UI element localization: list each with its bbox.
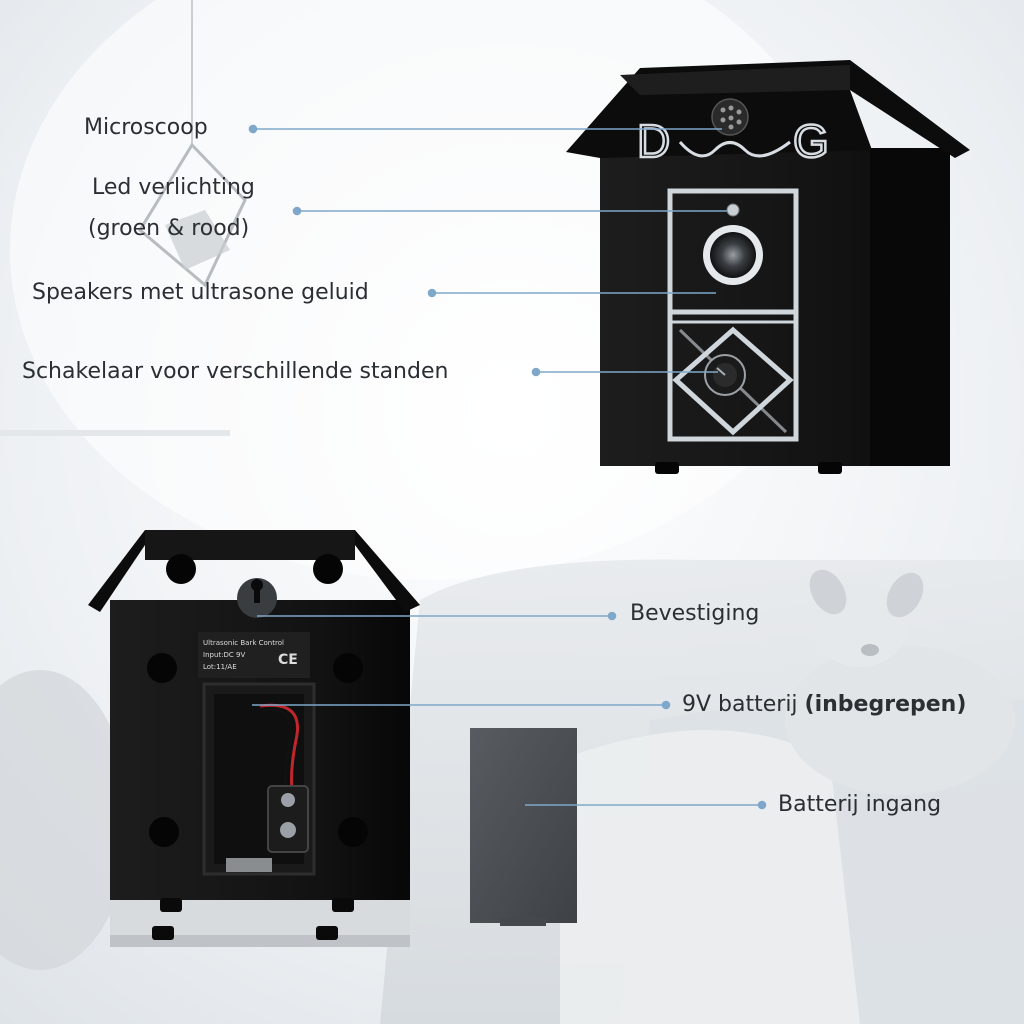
logo-letter-d: D xyxy=(637,115,670,167)
sticker-line-2: Input:DC 9V xyxy=(203,651,245,659)
mode-switch-knob xyxy=(704,354,746,396)
logo-letter-g: G xyxy=(793,115,829,167)
label-battery-text: 9V batterij xyxy=(682,692,798,717)
led-light xyxy=(726,203,740,217)
label-led-line-2: (groen & rood) xyxy=(88,216,250,241)
sticker-ce-mark: CE xyxy=(278,652,298,668)
label-mount: Bevestiging xyxy=(630,601,760,626)
sticker-line-3: Lot:11/AE xyxy=(203,663,237,671)
speaker-icon xyxy=(703,225,763,285)
label-switch: Schakelaar voor verschillende standen xyxy=(22,359,449,384)
mount-keyhole-icon xyxy=(237,578,277,618)
label-battery-door: Batterij ingang xyxy=(778,792,942,817)
label-battery: 9V batterij (inbegrepen) xyxy=(682,692,966,717)
microphone-icon xyxy=(711,98,749,136)
label-battery-included: (inbegrepen) xyxy=(804,692,967,717)
battery-door xyxy=(470,728,577,926)
device-front: D G xyxy=(566,60,970,474)
callout-lines xyxy=(248,124,767,810)
sticker-line-1: Ultrasonic Bark Control xyxy=(203,639,284,647)
label-speakers: Speakers met ultrasone geluid xyxy=(32,280,369,305)
battery-clip xyxy=(267,785,309,853)
label-microphone: Microscoop xyxy=(84,115,208,140)
label-led-line-1: Led verlichting xyxy=(92,175,255,200)
device-back: Ultrasonic Bark Control Input:DC 9V Lot:… xyxy=(88,530,420,947)
